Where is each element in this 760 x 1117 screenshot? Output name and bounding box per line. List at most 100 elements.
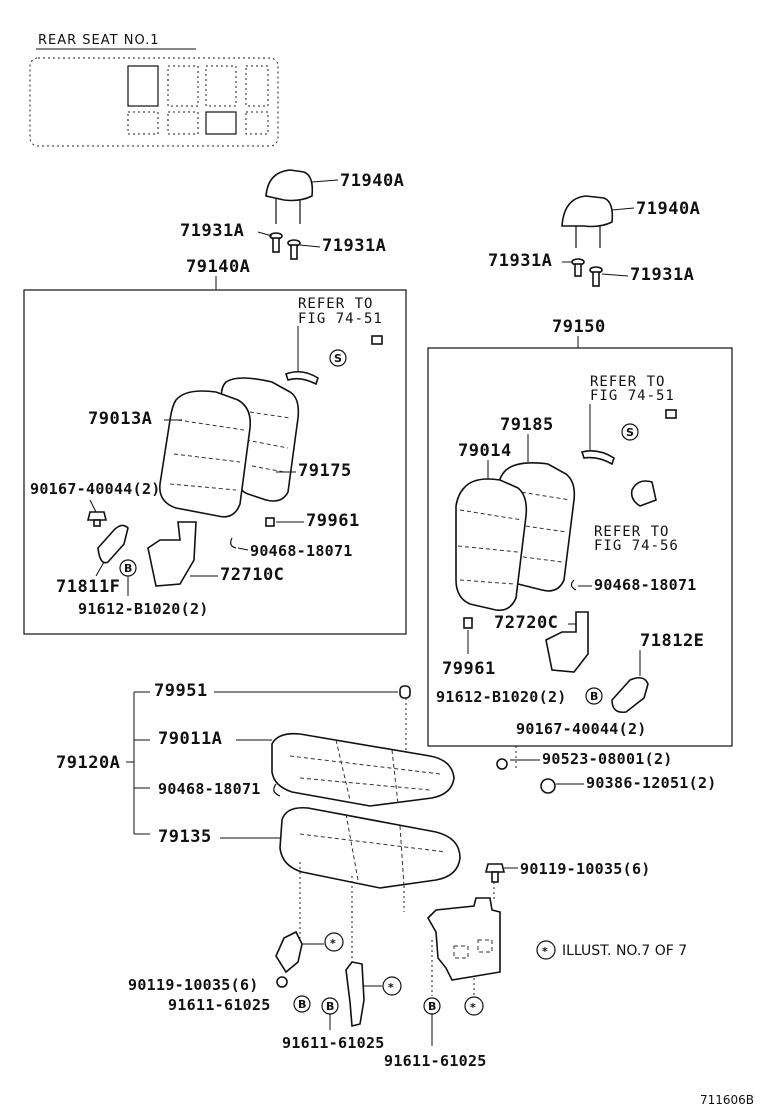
leader-line [95, 561, 105, 577]
part-number: 71812E [640, 631, 704, 651]
screw-marker-label: S [626, 426, 634, 439]
leader-line [611, 207, 635, 211]
star-marker [324, 932, 344, 952]
bolt-marker-label: B [124, 562, 132, 575]
part-number: 90119-10035(6) [128, 976, 259, 994]
star-marker [536, 940, 556, 960]
bolt-icon [276, 976, 288, 988]
clip-icon [665, 409, 677, 419]
refer-note: REFER TO [590, 374, 665, 390]
refer-note: REFER TO [298, 296, 373, 312]
part-number: 90468-18071 [250, 542, 353, 560]
part-number: 71931A [630, 265, 694, 285]
part-number: 79175 [298, 461, 352, 481]
trim-bracket-icon [284, 370, 319, 386]
hinge-bracket-icon [147, 521, 197, 587]
diagram-title: REAR SEAT NO.1 [38, 33, 160, 48]
assembly-frame [427, 347, 733, 747]
legend: * ILLUST. NO.7 OF 7 [536, 940, 687, 960]
star-marker [382, 976, 402, 996]
part-number: 91612-B1020(2) [436, 688, 567, 706]
part-number: 90167-40044(2) [30, 480, 161, 498]
star-marker-label: * [330, 937, 336, 950]
figure-code: 711606B [700, 1093, 754, 1107]
cushion-hook-icon [345, 961, 365, 1028]
bolt-marker-label: B [590, 690, 598, 703]
leader-line [311, 179, 339, 183]
part-number: 91611-61025 [282, 1034, 385, 1052]
bolt-marker-label: B [298, 998, 306, 1011]
part-number: 79961 [442, 659, 496, 679]
part-number: 71940A [636, 199, 700, 219]
seatback-cover-icon [455, 478, 528, 612]
washer-icon [496, 758, 508, 770]
headrest-icon [265, 169, 314, 224]
part-number: 90468-18071 [158, 780, 261, 798]
part-number: 90468-18071 [594, 576, 697, 594]
clip-icon [399, 685, 411, 699]
part-number: 79951 [154, 681, 208, 701]
recliner-hinge-icon [97, 524, 129, 564]
part-number: 79014 [458, 441, 512, 461]
screw-marker [329, 349, 347, 367]
cushion-hook-icon [275, 930, 303, 974]
hinge-bracket-icon [545, 611, 589, 673]
refer-note: FIG 74-56 [594, 538, 679, 554]
part-number: 71811F [56, 577, 120, 597]
seat-cushion-cover-icon [271, 732, 455, 807]
part-number: 71931A [488, 251, 552, 271]
bolt-marker [585, 687, 603, 705]
part-number: 90119-10035(6) [520, 860, 651, 878]
seat-bracket-icon [427, 897, 501, 981]
assembly-number: 79140A [186, 257, 250, 277]
part-number: 91611-61025 [384, 1052, 487, 1070]
assembly-number: 79120A [56, 753, 120, 773]
part-number: 79011A [158, 729, 222, 749]
star-marker-label: * [470, 1001, 476, 1014]
legend-symbol: * [542, 945, 548, 958]
leader-line [89, 499, 97, 513]
leader-line [601, 273, 629, 277]
nut-icon [540, 778, 556, 794]
bolt-marker-label: B [428, 1000, 436, 1013]
hog-ring-icon [273, 783, 281, 797]
bolt-icon [484, 863, 506, 883]
leader-line [299, 244, 321, 248]
screw-marker-label: S [334, 352, 342, 365]
clip-icon [265, 517, 275, 527]
seat-cushion-pad-icon [279, 806, 461, 889]
seatback-cover-icon [159, 390, 252, 518]
part-number: 91612-B1020(2) [78, 600, 209, 618]
legend-text: ILLUST. NO.7 OF 7 [562, 943, 687, 959]
leader-line [237, 547, 249, 551]
part-number: 79961 [306, 511, 360, 531]
headrest-guide-icon [630, 480, 657, 507]
part-number: 91611-61025 [168, 996, 271, 1014]
assembly-number: 79150 [552, 317, 606, 337]
clip-icon [371, 335, 383, 345]
refer-note: FIG 74-51 [298, 311, 383, 327]
part-number: 90167-40044(2) [516, 720, 647, 738]
part-number: 71931A [322, 236, 386, 256]
part-number: 79135 [158, 827, 212, 847]
part-number: 90386-12051(2) [586, 774, 717, 792]
refer-note: REFER TO [594, 524, 669, 540]
part-number: 72710C [220, 565, 284, 585]
bolt-marker [293, 995, 311, 1013]
refer-note: FIG 74-51 [590, 388, 675, 404]
part-number: 71931A [180, 221, 244, 241]
assembly-frame [23, 289, 407, 635]
headrest-support-icon [269, 232, 301, 260]
recliner-hinge-icon [611, 676, 649, 714]
headrest-support-icon [571, 258, 603, 287]
hog-ring-icon [570, 579, 577, 591]
bolt-icon [86, 511, 108, 527]
star-marker [464, 996, 484, 1016]
hog-ring-icon [230, 537, 237, 549]
part-number: 72720C [494, 613, 558, 633]
part-number: 90523-08001(2) [542, 750, 673, 768]
part-number: 79013A [88, 409, 152, 429]
part-number: 71940A [340, 171, 404, 191]
